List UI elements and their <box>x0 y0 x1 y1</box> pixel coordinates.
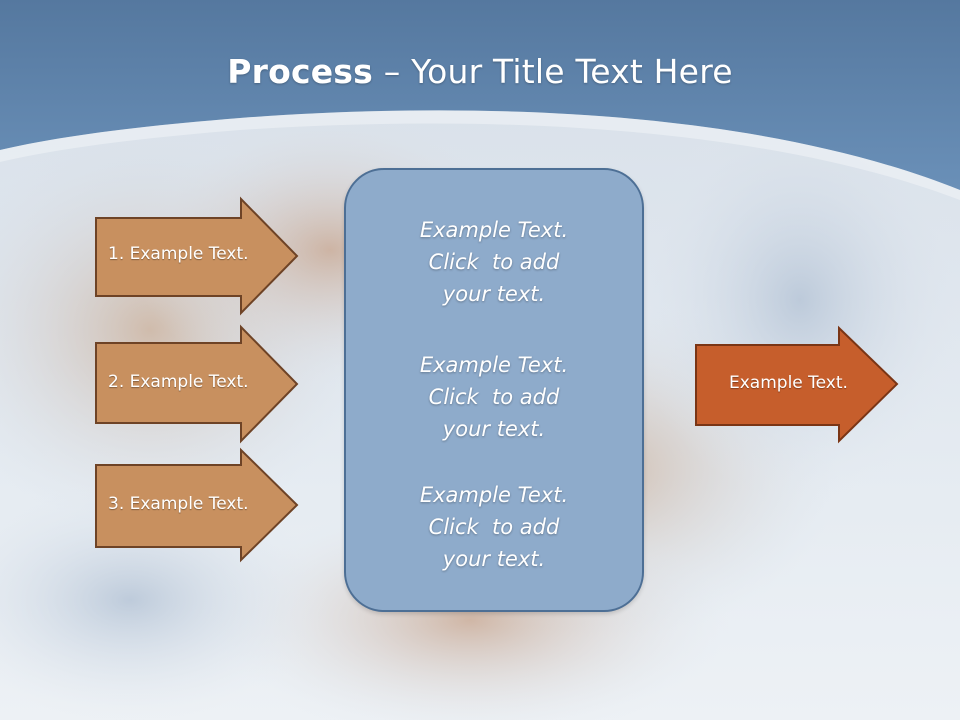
center-block-line: Click to add <box>428 515 560 539</box>
slide-title[interactable]: Process – Your Title Text Here <box>0 52 960 91</box>
title-bold-word: Process <box>227 52 373 91</box>
title-rest: Your Title Text Here <box>411 52 733 91</box>
center-block-line: Example Text. <box>419 483 569 507</box>
arrow-shape <box>95 196 299 316</box>
left-arrow-3[interactable]: 3. Example Text. <box>95 447 299 565</box>
center-block-2: Example Text. Click to add your text. <box>346 349 642 445</box>
center-block-line: your text. <box>442 417 546 441</box>
center-block-line: your text. <box>442 547 546 571</box>
center-text-box[interactable]: Example Text. Click to add your text. Ex… <box>344 168 644 612</box>
arrow-shape <box>95 324 299 444</box>
arrow-shape <box>95 447 299 563</box>
right-arrow[interactable]: Example Text. <box>695 325 899 444</box>
arrow-shape <box>695 325 899 444</box>
left-arrow-label: 1. Example Text. <box>108 244 249 264</box>
center-block-line: Click to add <box>428 250 560 274</box>
center-block-line: Example Text. <box>419 218 569 242</box>
center-block-3: Example Text. Click to add your text. <box>346 479 642 575</box>
left-arrow-label: 2. Example Text. <box>108 372 249 392</box>
center-block-line: Click to add <box>428 385 560 409</box>
left-arrow-label: 3. Example Text. <box>108 494 249 514</box>
center-block-line: Example Text. <box>419 353 569 377</box>
left-arrow-2[interactable]: 2. Example Text. <box>95 324 299 444</box>
title-dash: – <box>373 52 412 91</box>
center-block-line: your text. <box>442 282 546 306</box>
left-arrow-1[interactable]: 1. Example Text. <box>95 196 299 316</box>
right-arrow-label: Example Text. <box>729 373 848 393</box>
center-block-1: Example Text. Click to add your text. <box>346 214 642 310</box>
